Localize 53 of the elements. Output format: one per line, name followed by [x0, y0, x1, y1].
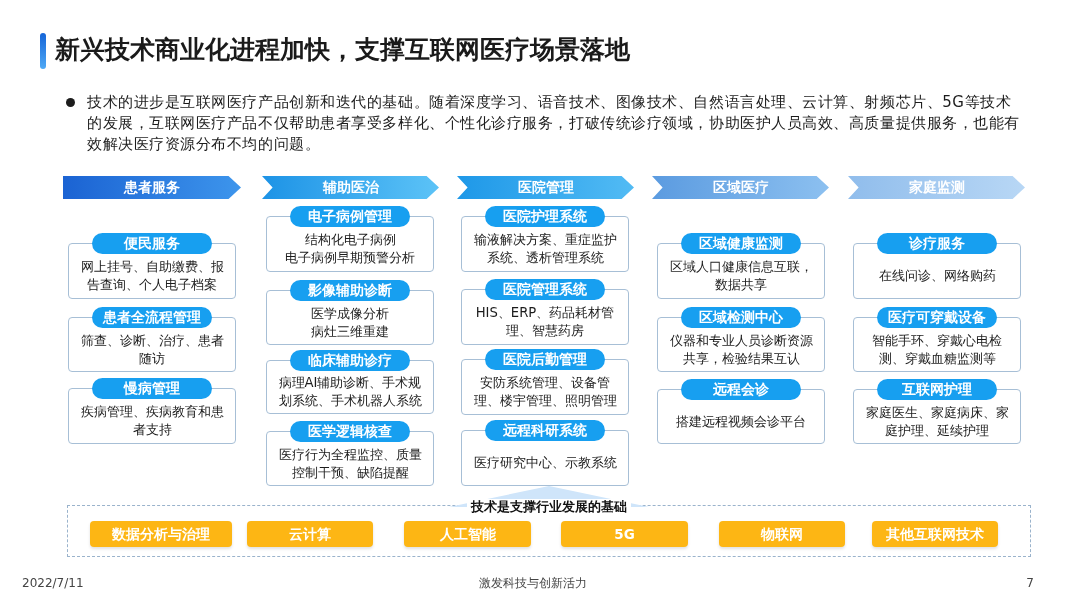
tech-tag: 物联网 — [719, 521, 845, 547]
footer-slogan: 激发科技与创新活力 — [478, 576, 588, 591]
card-title: 影像辅助诊断 — [290, 280, 410, 301]
card-text: 智能手环、穿戴心电检测、穿戴血糖监测等 — [871, 331, 1003, 368]
card-text: 病灶三维重建 — [311, 322, 389, 341]
section-banner: 辅助医治 — [262, 176, 439, 199]
card-text: 安防系统管理、设备管理、楼宇管理、照明管理 — [472, 374, 618, 410]
card-text: 医学成像分析 — [311, 304, 389, 323]
tech-tag: 5G — [561, 521, 688, 547]
panel-title: 技术是支撑行业发展的基础 — [467, 499, 631, 514]
card-text: 仪器和专业人员诊断资源共享，检验结果互认 — [668, 331, 814, 368]
card-text: 结构化电子病例 — [304, 231, 396, 249]
card-title: 医院后勤管理 — [485, 349, 605, 370]
card-text: 搭建远程视频会诊平台 — [676, 412, 806, 431]
card-title: 医院护理系统 — [485, 206, 605, 227]
card-text: 电子病例早期预警分析 — [285, 249, 415, 267]
tech-tag: 其他互联网技术 — [872, 521, 998, 547]
card-title: 慢病管理 — [92, 378, 212, 399]
tech-tag: 人工智能 — [404, 521, 531, 547]
section-banner: 家庭监测 — [848, 176, 1025, 199]
section-banner: 医院管理 — [457, 176, 634, 199]
card-text: 家庭医生、家庭病床、家庭护理、延续护理 — [864, 403, 1010, 440]
card-text: 病理AI辅助诊断、手术规划系统、手术机器人系统 — [277, 374, 423, 410]
card-title: 远程科研系统 — [485, 420, 605, 441]
body-paragraph: 技术的进步是互联网医疗产品创新和迭代的基础。随着深度学习、语音技术、图像技术、自然语言处理、云计算、射频芯片、5G等技术的发展，互联网医疗产品不仅帮助患者享受多样化、个性化诊疗服务，打破传统诊疗领域，协助医护人员高效、高质量提供服务，也能有效解决医疗资源分布不均的问题。 — [87, 92, 1021, 155]
card-title: 诊疗服务 — [877, 233, 997, 254]
card-text: 输液解决方案、重症监护系统、透析管理系统 — [472, 231, 618, 267]
card-title: 电子病例管理 — [290, 206, 410, 227]
card-text: 医疗研究中心、示教系统 — [473, 454, 617, 472]
card-title: 区域健康监测 — [681, 233, 801, 254]
card-text: 网上挂号、自助缴费、报告查询、个人电子档案 — [79, 258, 225, 294]
card-text: 筛查、诊断、治疗、患者随访 — [79, 331, 225, 368]
page-number: 7 — [1025, 576, 1034, 591]
slide-title: 新兴技术商业化进程加快，支撑互联网医疗场景落地 — [55, 34, 630, 66]
card-title: 医院管理系统 — [485, 279, 605, 300]
card-title: 医疗可穿戴设备 — [877, 307, 997, 328]
card-title: 互联网护理 — [877, 379, 997, 400]
card-title: 临床辅助诊疗 — [290, 350, 410, 371]
card-title: 便民服务 — [92, 233, 212, 254]
card-text: HIS、ERP、药品耗材管理、智慧药房 — [474, 304, 616, 340]
card-title: 区域检测中心 — [681, 307, 801, 328]
card-title: 医学逻辑核查 — [290, 421, 410, 442]
card-title: 远程会诊 — [681, 379, 801, 400]
card-text: 区域人口健康信息互联，数据共享 — [668, 258, 814, 294]
tech-tag: 云计算 — [247, 521, 373, 547]
date-text: 2022/7/11 — [22, 576, 84, 591]
card-text: 在线问诊、网络购药 — [878, 267, 996, 285]
card-text: 疾病管理、疾病教育和患者支持 — [79, 403, 225, 439]
section-banner: 区域医疗 — [652, 176, 829, 199]
card-title: 患者全流程管理 — [92, 307, 212, 328]
card-text: 医疗行为全程监控、质量控制干预、缺陷提醒 — [277, 445, 423, 482]
section-banner: 患者服务 — [63, 176, 241, 199]
tech-tag: 数据分析与治理 — [90, 521, 232, 547]
